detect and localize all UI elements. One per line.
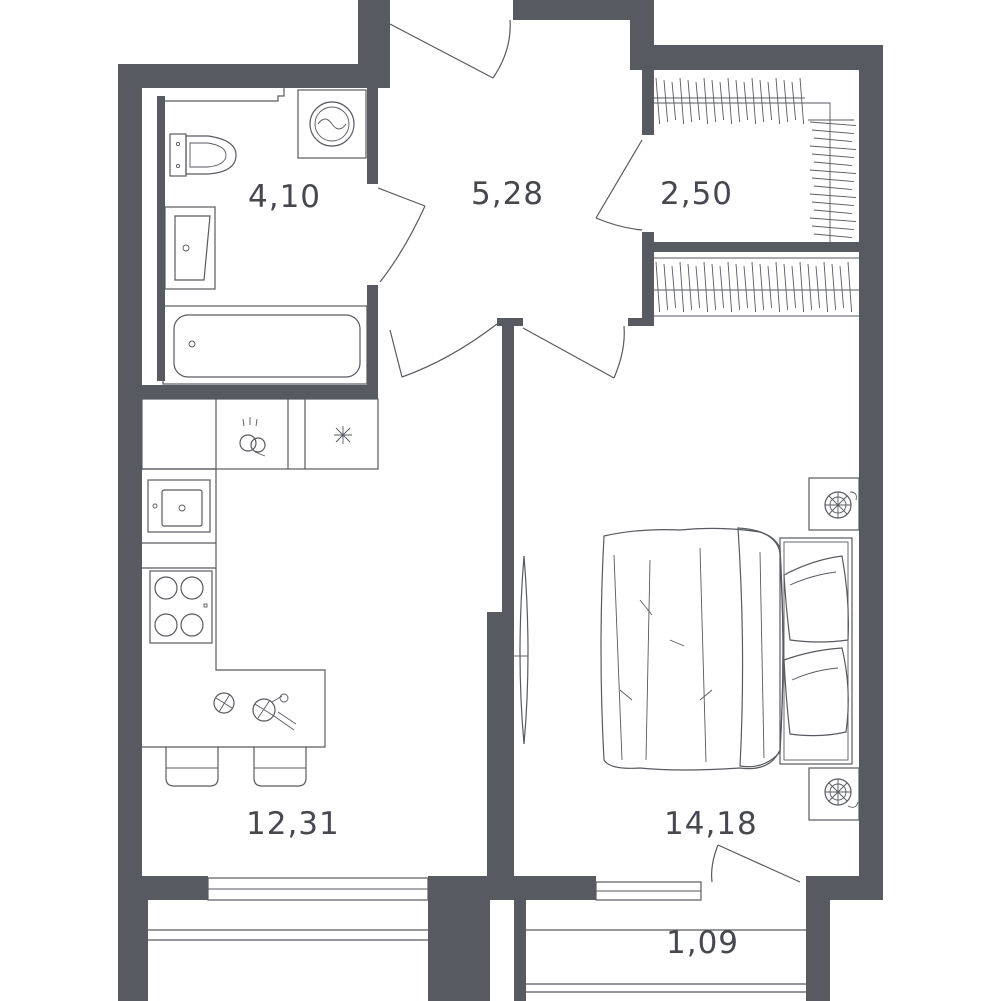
window-icon [207, 877, 429, 901]
dishwasher-icon [239, 417, 266, 457]
room-area-balcony: 1,09 [666, 925, 739, 961]
room-area-bathroom: 4,10 [248, 179, 321, 215]
sink-icon [164, 206, 216, 290]
washing-machine-icon [297, 89, 367, 159]
wardrobe-icon [654, 77, 859, 317]
walls [118, 0, 883, 1001]
door-icon [711, 844, 801, 883]
door-icon [522, 325, 625, 379]
chair-icon [253, 747, 307, 787]
room-area-kitchen-living: 12,31 [246, 806, 340, 842]
door-icon [389, 19, 511, 79]
door-icon [377, 187, 426, 283]
bedroom-fixtures [514, 477, 860, 821]
dining-table-icon [213, 692, 297, 731]
bathroom-fixtures [162, 88, 368, 385]
door-icon [595, 139, 643, 231]
windows [148, 877, 806, 993]
room-area-hallway: 5,28 [471, 176, 544, 212]
balcony-outline [148, 929, 806, 993]
fridge-icon [334, 426, 352, 444]
cooktop-icon [149, 570, 213, 644]
nightstand-icon [808, 477, 860, 531]
toilet-icon [169, 133, 237, 177]
bed-icon [600, 527, 853, 771]
chair-icon [165, 747, 219, 787]
kitchen-fixtures [141, 398, 379, 787]
room-area-wardrobe: 2,50 [660, 176, 733, 212]
kitchen-sink-icon [147, 479, 211, 533]
nightstand-icon [808, 767, 860, 821]
mirror-icon [514, 555, 529, 745]
window-icon [595, 881, 702, 901]
room-area-bedroom: 14,18 [664, 806, 758, 842]
bathtub-icon [162, 305, 368, 385]
doors [377, 19, 801, 883]
door-icon [389, 323, 498, 378]
room-labels: 4,10 5,28 2,50 12,31 14,18 1,09 [246, 176, 758, 961]
